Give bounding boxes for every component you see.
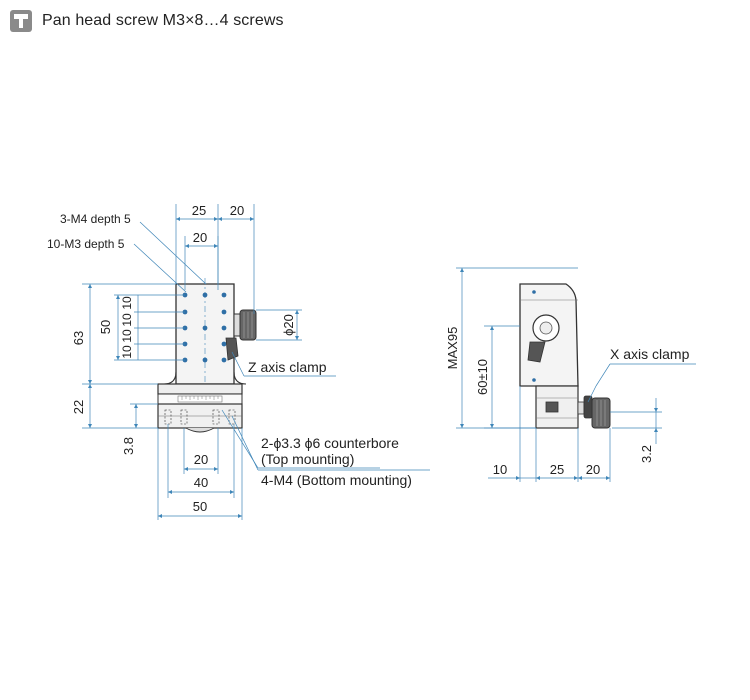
dim-side-10: 10	[493, 462, 507, 477]
dim-3-8: 3.8	[121, 437, 136, 455]
callout-m3: 10-M3 depth 5	[47, 237, 125, 251]
side-base	[535, 385, 611, 429]
callout-m4: 3-M4 depth 5	[60, 212, 131, 226]
dim-3-2: 3.2	[639, 445, 654, 463]
base-stage	[157, 383, 243, 433]
front-dimensions	[82, 204, 430, 520]
dim-63: 63	[71, 331, 86, 345]
dim-bottom-40: 40	[194, 475, 208, 490]
dim-inner-20: 20	[193, 230, 207, 245]
dim-bottom-20: 20	[194, 452, 208, 467]
header-title: Pan head screw M3×8…4 screws	[42, 12, 284, 29]
counterbore-label: 2-ϕ3.3 ϕ6 counterbore	[261, 435, 399, 451]
bottom-mounting-label: 4-M4 (Bottom mounting)	[261, 472, 412, 488]
side-dimensions	[456, 267, 696, 482]
side-labels: MAX95 60±10 X axis clamp 3.2 10 25 20	[445, 327, 690, 477]
dim-pitch-2: 10	[120, 313, 134, 327]
z-clamp-knob	[225, 309, 257, 361]
z-axis-clamp-label: Z axis clamp	[248, 359, 327, 375]
front-labels: 25 20 20 3-M4 depth 5 10-M3 depth 5 ϕ20 …	[47, 203, 412, 514]
dim-side-25: 25	[550, 462, 564, 477]
dim-phi20: ϕ20	[281, 314, 296, 336]
dim-side-20: 20	[586, 462, 600, 477]
header: Pan head screw M3×8…4 screws	[10, 9, 284, 33]
front-view: 25 20 20 3-M4 depth 5 10-M3 depth 5 ϕ20 …	[47, 203, 430, 520]
dim-50: 50	[98, 320, 113, 334]
mounting-holes	[182, 292, 227, 363]
x-axis-clamp-label: X axis clamp	[610, 346, 690, 362]
dim-pitch-1: 10	[120, 296, 134, 310]
vertical-plate	[163, 278, 247, 392]
dim-bottom-50: 50	[193, 499, 207, 514]
top-mounting-label: (Top mounting)	[261, 451, 354, 467]
dim-pitch-4: 10	[120, 345, 134, 359]
side-plate	[519, 283, 579, 387]
dim-top-25: 25	[192, 203, 206, 218]
dim-22: 22	[71, 400, 86, 414]
dim-pitch-3: 10	[120, 329, 134, 343]
side-view: MAX95 60±10 X axis clamp 3.2 10 25 20	[445, 267, 696, 482]
dim-max95: MAX95	[445, 327, 460, 370]
pan-head-screw-icon	[10, 10, 32, 32]
dim-60: 60±10	[475, 359, 490, 395]
dim-top-20: 20	[230, 203, 244, 218]
